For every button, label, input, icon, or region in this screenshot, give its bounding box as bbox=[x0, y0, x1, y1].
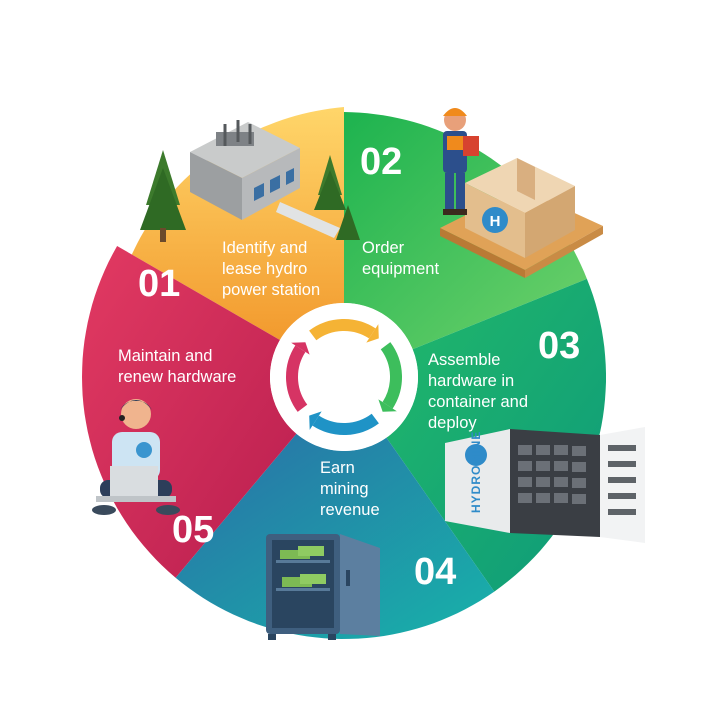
cycle-arrow-4 bbox=[286, 345, 308, 412]
mining-container-icon: HYDROMINE bbox=[445, 427, 645, 543]
step-03-number: 03 bbox=[538, 325, 581, 367]
cycle-arrowhead-2 bbox=[378, 399, 397, 412]
power-station-icon bbox=[140, 120, 360, 242]
center-disc bbox=[270, 303, 418, 451]
step-04-number: 04 bbox=[414, 551, 457, 593]
pine-tree-icon bbox=[314, 155, 346, 210]
money-safe-icon bbox=[266, 534, 380, 640]
cycle-arrow-3 bbox=[312, 413, 379, 435]
step-05-number: 05 bbox=[172, 509, 215, 551]
cycle-arrows-icon bbox=[286, 319, 402, 435]
cycle-arrow-1 bbox=[309, 319, 376, 341]
pine-tree-icon bbox=[336, 205, 360, 240]
cycle-arrowhead-1 bbox=[366, 324, 379, 343]
cycle-arrowhead-4 bbox=[291, 342, 310, 355]
worker-with-crate-icon: H bbox=[440, 108, 603, 278]
step-01-number: 01 bbox=[138, 263, 181, 305]
cycle-arrowhead-3 bbox=[309, 411, 322, 430]
technician-laptop-icon bbox=[92, 399, 180, 515]
pine-tree-icon bbox=[140, 150, 186, 242]
step-02-number: 02 bbox=[360, 141, 403, 183]
crate-logo: H bbox=[490, 213, 501, 230]
cycle-arrow-2 bbox=[380, 342, 402, 409]
container-brand-label: HYDROMINE bbox=[469, 431, 483, 513]
money-stack-icon bbox=[280, 546, 326, 587]
